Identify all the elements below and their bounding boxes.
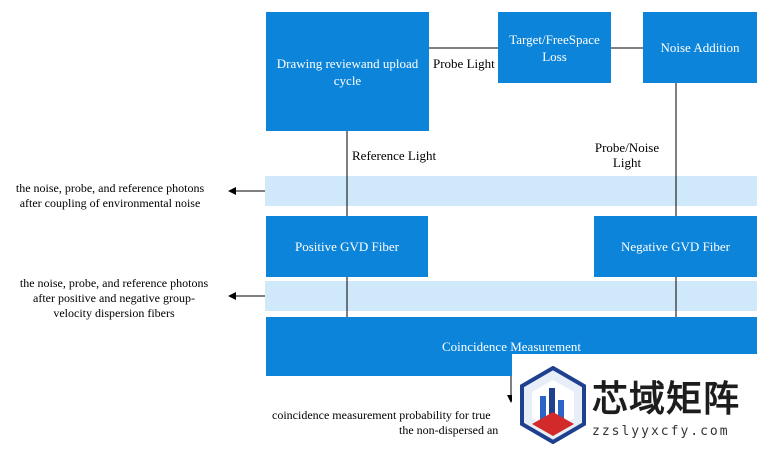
positive-gvd-label: Positive GVD Fiber: [295, 239, 399, 254]
watermark: 芯域矩阵 zzslyyxcfy.com: [512, 354, 762, 450]
negative-gvd-label: Negative GVD Fiber: [620, 239, 731, 254]
bottom-note: coincidence measurement probability for …: [262, 408, 522, 438]
probe-noise-label: Probe/Noise Light: [586, 140, 668, 170]
probe-light-label: Probe Light: [433, 56, 495, 71]
noise-addition-box: Noise Addition: [643, 12, 757, 83]
dispersion-note-line-2: after positive and negative group-: [33, 291, 195, 305]
dispersion-note: the noise, probe, and reference photons …: [6, 276, 222, 321]
noise-addition-label: Noise Addition: [660, 40, 740, 55]
watermark-chinese: 芯域矩阵: [592, 379, 741, 420]
watermark-logo-icon: [520, 366, 586, 444]
dispersion-note-line-3: velocity dispersion fibers: [53, 306, 175, 320]
probe-noise-label-1: Probe/Noise: [594, 140, 660, 155]
target-loss-label-1: Target/FreeSpace: [509, 31, 600, 47]
coupling-note-line-2: after coupling of environmental noise: [19, 196, 201, 210]
dispersion-note-line-1: the noise, probe, and reference photons: [19, 276, 209, 290]
coupling-note-line-1: the noise, probe, and reference photons: [15, 181, 205, 195]
bottom-note-line-2: the non-dispersed an: [399, 423, 499, 437]
negative-gvd-box: Negative GVD Fiber: [594, 216, 757, 277]
drawing-review-box: Drawing reviewand upload cycle: [266, 12, 429, 131]
coincidence-label: Coincidence Measurement: [442, 339, 581, 354]
watermark-url: zzslyyxcfy.com: [592, 424, 730, 439]
positive-gvd-box: Positive GVD Fiber: [266, 216, 428, 277]
drawing-review-label: Drawing reviewand upload cycle: [276, 55, 419, 88]
probe-noise-label-2: Light: [612, 155, 642, 170]
target-loss-label-2: Loss: [542, 48, 567, 64]
reference-light-label: Reference Light: [352, 148, 437, 163]
coupling-note: the noise, probe, and reference photons …: [2, 181, 218, 211]
bottom-note-line-1: coincidence measurement probability for …: [272, 408, 491, 422]
target-loss-box: Target/FreeSpace Loss: [498, 12, 611, 83]
